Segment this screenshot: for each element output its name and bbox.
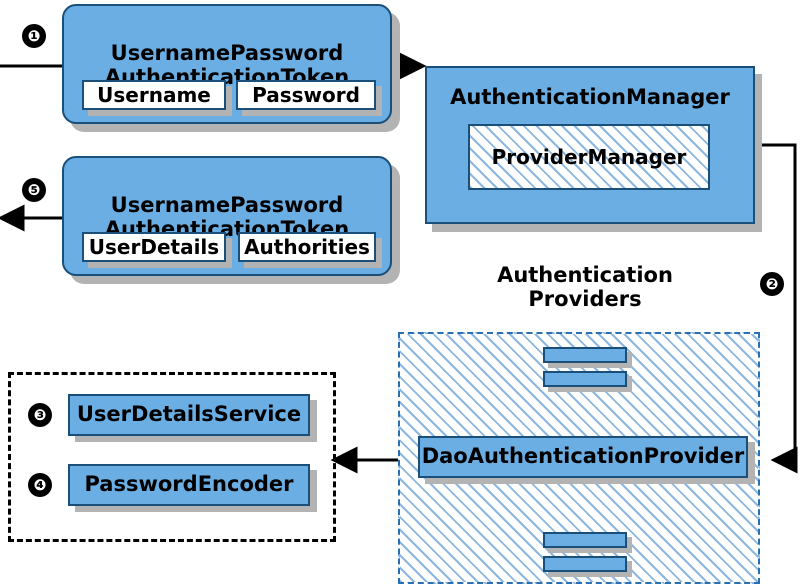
token-response-title-line1: UsernamePassword: [110, 193, 344, 218]
providers-label-line2: Providers: [528, 286, 642, 311]
arrow-manager-to-provider: [760, 143, 798, 474]
marker-3: ❸: [28, 403, 52, 427]
userdetailsservice-box: UserDetailsService: [68, 394, 310, 436]
password-field: Password: [236, 80, 376, 110]
authentication-providers-label: Authentication Providers: [465, 263, 705, 311]
userdetails-field: UserDetails: [82, 232, 226, 262]
marker-2: ❷: [760, 272, 784, 296]
marker-4: ❹: [28, 473, 52, 497]
provider-bar-top1: [543, 347, 627, 363]
provider-bar-bottom1: [543, 532, 627, 548]
provider-bar-bottom2: [543, 556, 627, 572]
providers-label-line1: Authentication: [497, 263, 673, 287]
provider-manager-box: ProviderManager: [468, 124, 710, 190]
services-group-container: [8, 372, 336, 542]
authorities-field: Authorities: [238, 232, 376, 262]
provider-bar-top2: [543, 371, 627, 387]
marker-5: ❺: [22, 178, 46, 202]
marker-1: ❶: [22, 24, 46, 48]
token-request-title-line1: UsernamePassword: [110, 41, 344, 66]
authentication-manager-title: AuthenticationManager: [450, 85, 730, 109]
dao-authentication-provider-box: DaoAuthenticationProvider: [418, 436, 748, 478]
username-field: Username: [82, 80, 226, 110]
passwordencoder-box: PasswordEncoder: [68, 464, 310, 506]
